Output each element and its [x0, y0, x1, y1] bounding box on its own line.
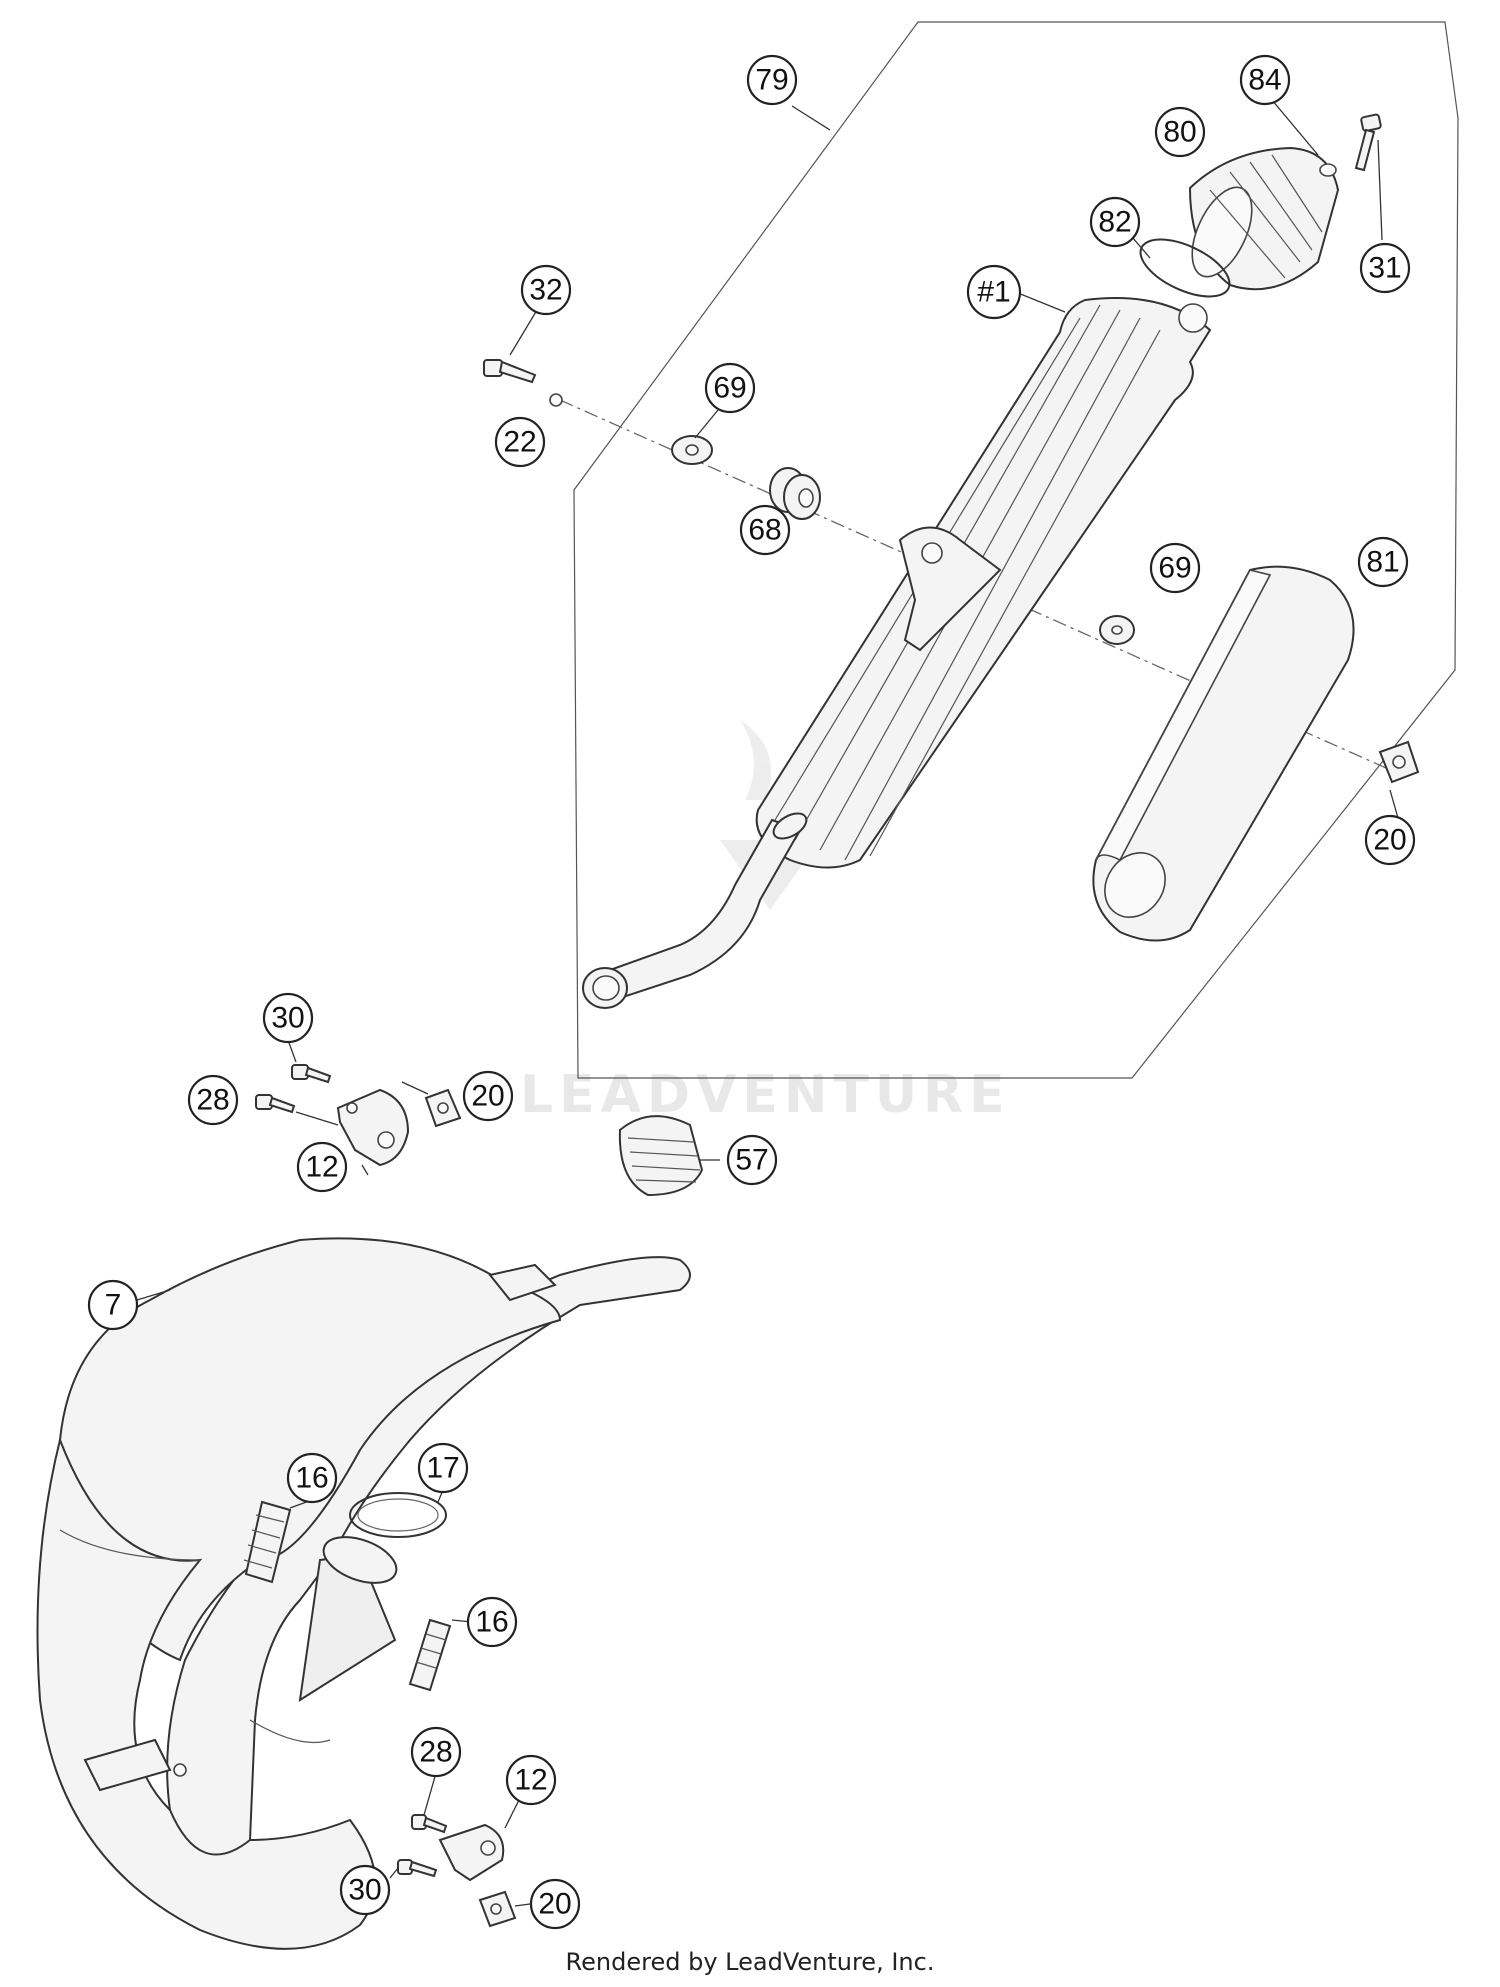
- spring-left: [243, 1500, 292, 1584]
- rubber-grommet: [769, 467, 821, 520]
- screw-end-cap: [1354, 113, 1382, 172]
- svg-text:32: 32: [529, 274, 562, 307]
- screw-bracket-lower-a: [411, 1814, 448, 1834]
- svg-text:7: 7: [105, 1289, 122, 1322]
- silencer-protection-cover: [1092, 565, 1355, 942]
- svg-text:12: 12: [305, 1151, 338, 1184]
- callout-12-upper: 12: [296, 1141, 348, 1193]
- callout-16-left: 16: [286, 1452, 338, 1504]
- callout-84: 84: [1239, 54, 1291, 106]
- svg-text:20: 20: [538, 1888, 571, 1921]
- washer: [1319, 163, 1337, 177]
- svg-text:80: 80: [1163, 116, 1196, 149]
- svg-text:68: 68: [748, 514, 781, 547]
- callout-30-upper: 30: [262, 992, 314, 1044]
- callout-17: 17: [417, 1442, 469, 1494]
- clip-nut-lower: [478, 1890, 517, 1928]
- callout-20-upper: 20: [462, 1070, 514, 1122]
- callout-28-upper: 28: [187, 1074, 239, 1126]
- svg-text:28: 28: [196, 1084, 229, 1117]
- svg-text:84: 84: [1248, 64, 1281, 97]
- svg-text:30: 30: [271, 1002, 304, 1035]
- svg-text:69: 69: [1158, 552, 1191, 585]
- screw-silencer-mount: [483, 359, 537, 384]
- callout-82: 82: [1089, 196, 1141, 248]
- leader-bracket-upper: [295, 1081, 429, 1126]
- spring-right: [408, 1618, 452, 1692]
- svg-text:20: 20: [471, 1080, 504, 1113]
- callout-7: 7: [87, 1279, 139, 1331]
- callout-1: #1: [966, 264, 1022, 320]
- exhaust-pipe: [36, 1237, 691, 1950]
- svg-text:16: 16: [475, 1606, 508, 1639]
- svg-text:17: 17: [426, 1452, 459, 1485]
- clip-nut-cover: [1378, 740, 1420, 784]
- callout-31: 31: [1359, 242, 1411, 294]
- callout-69-lower: 69: [1149, 542, 1201, 594]
- screw-bracket-upper-a: [291, 1064, 332, 1084]
- exhaust-bracket-lower: [438, 1823, 505, 1882]
- exhaust-o-ring: [349, 1492, 447, 1538]
- leadventure-watermark: LEADVENTURE: [520, 720, 1011, 1125]
- svg-text:22: 22: [503, 426, 536, 459]
- callout-12-lower: 12: [505, 1754, 557, 1806]
- end-cap: [1188, 146, 1340, 291]
- screw-bracket-upper-b: [255, 1094, 296, 1114]
- callout-69-upper: 69: [704, 362, 756, 414]
- svg-text:#1: #1: [977, 276, 1010, 309]
- callout-20-lower: 20: [529, 1878, 581, 1930]
- svg-text:28: 28: [419, 1736, 452, 1769]
- exhaust-damper: [618, 1115, 704, 1197]
- render-credit: Rendered by LeadVenture, Inc.: [565, 1948, 935, 1976]
- callout-68: 68: [739, 504, 791, 556]
- svg-text:31: 31: [1368, 252, 1401, 285]
- exhaust-bracket-upper: [336, 1088, 410, 1167]
- clip-nut-upper: [424, 1088, 462, 1128]
- callout-22: 22: [494, 416, 546, 468]
- silencer: [582, 297, 1212, 1009]
- svg-text:57: 57: [735, 1144, 768, 1177]
- o-ring-small: [549, 393, 563, 407]
- watermark-text: LEADVENTURE: [520, 1065, 1011, 1125]
- washer-lower: [1099, 615, 1135, 645]
- svg-text:81: 81: [1366, 546, 1399, 579]
- callout-79: 79: [746, 54, 798, 106]
- callout-81: 81: [1357, 536, 1409, 588]
- svg-text:20: 20: [1373, 824, 1406, 857]
- svg-text:16: 16: [295, 1462, 328, 1495]
- callout-80: 80: [1154, 106, 1206, 158]
- callout-30-lower: 30: [339, 1864, 391, 1916]
- svg-text:79: 79: [755, 64, 788, 97]
- washer-upper: [671, 435, 713, 465]
- callout-20-silencer: 20: [1364, 814, 1416, 866]
- callout-57: 57: [726, 1134, 778, 1186]
- silencer-kit-outline: [573, 21, 1459, 1079]
- callout-32: 32: [520, 264, 572, 316]
- svg-text:30: 30: [348, 1874, 381, 1907]
- screw-bracket-lower-b: [397, 1859, 438, 1878]
- svg-text:82: 82: [1098, 206, 1131, 239]
- svg-text:12: 12: [514, 1764, 547, 1797]
- callout-28-lower: 28: [410, 1726, 462, 1778]
- callout-16-right: 16: [466, 1596, 518, 1648]
- svg-text:69: 69: [713, 372, 746, 405]
